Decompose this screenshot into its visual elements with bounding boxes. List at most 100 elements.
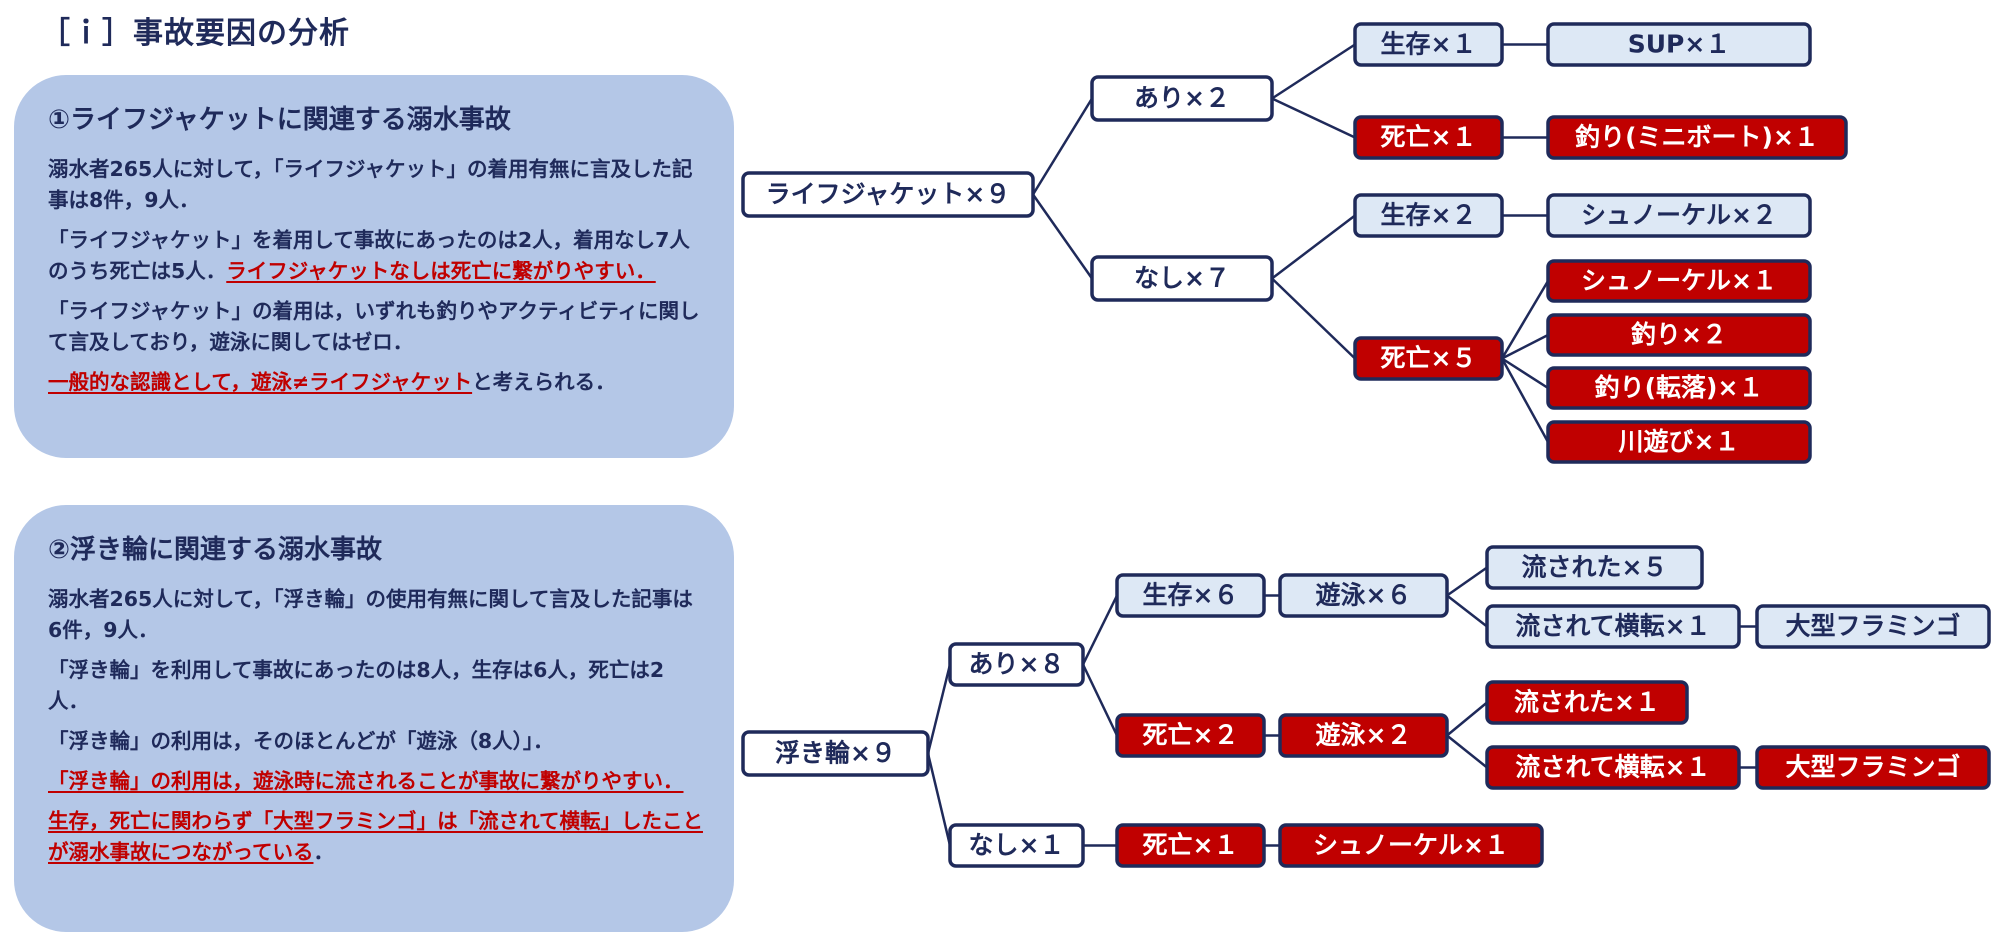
node-label: SUP×１ bbox=[1628, 30, 1731, 59]
tree-connector bbox=[1271, 277, 1356, 360]
tree2-node-n: なし×１ bbox=[948, 823, 1085, 868]
node-label: 浮き輪×９ bbox=[775, 739, 896, 768]
node-label: 死亡×５ bbox=[1381, 344, 1477, 373]
node-label: 流された×５ bbox=[1522, 553, 1668, 582]
tree1-node-n: なし×７ bbox=[1090, 255, 1274, 302]
tree-connector bbox=[926, 664, 952, 754]
node-label: 生存×６ bbox=[1143, 581, 1239, 610]
node-label: 流されて横転×１ bbox=[1515, 612, 1710, 641]
panel-paragraph: 「ライフジャケット」を着用して事故にあったのは2人，着用なし7人のうち死亡は5人… bbox=[48, 225, 704, 287]
tree2-node-d: 死亡×２ bbox=[1115, 713, 1266, 758]
node-box bbox=[1546, 313, 1812, 357]
node-box bbox=[1485, 680, 1689, 725]
node-label: 釣り×２ bbox=[1631, 320, 1727, 349]
node-box bbox=[1278, 573, 1449, 618]
tree-connector bbox=[1501, 333, 1549, 360]
tree2-node-s1bx: 大型フラミンゴ bbox=[1755, 604, 1991, 649]
node-box bbox=[948, 642, 1085, 687]
panel-paragraph: 「ライフジャケット」の着用は，いずれも釣りやアクティビティに関して言及しており，… bbox=[48, 296, 704, 358]
node-label: 生存×２ bbox=[1381, 201, 1477, 230]
node-label: 遊泳×２ bbox=[1316, 721, 1412, 750]
tree2-node-a: あり×８ bbox=[948, 642, 1085, 687]
para-text: 「浮き輪」の利用は，そのほとんどが「遊泳（8人）」． bbox=[48, 729, 554, 753]
tree1-node-a1: 生存×１ bbox=[1353, 22, 1504, 67]
node-label: 死亡×２ bbox=[1143, 721, 1239, 750]
tree-connector bbox=[1271, 214, 1356, 280]
tree-connector bbox=[926, 753, 952, 846]
tree-connector bbox=[1271, 43, 1356, 100]
tree2-node-s1: 遊泳×６ bbox=[1278, 573, 1449, 618]
node-label: 遊泳×６ bbox=[1316, 581, 1412, 610]
tree-connector bbox=[1501, 357, 1549, 390]
tree-connector bbox=[1081, 594, 1119, 666]
para-highlight: 「浮き輪」の利用は，遊泳時に流されることが事故に繋がりやすい． bbox=[48, 769, 684, 793]
para-highlight: ライフジャケットなしは死亡に繋がりやすい． bbox=[226, 259, 656, 283]
panel-title: ①ライフジャケットに関連する溺水事故 bbox=[48, 105, 511, 135]
node-label: なし×１ bbox=[969, 831, 1065, 860]
node-label: あり×８ bbox=[969, 650, 1065, 679]
para-text: 溺水者265人に対して，「ライフジャケット」の着用有無に言及した記事は8件，9人… bbox=[48, 157, 693, 212]
tree1-node-n1: 生存×２ bbox=[1353, 193, 1504, 238]
para-text: 「ライフジャケット」を着用して事故にあったのは2人，着用なし7人のうち死亡は5人… bbox=[48, 228, 690, 283]
tree1-node-n2c: 釣り(転落)×１ bbox=[1546, 366, 1812, 410]
node-box bbox=[1485, 604, 1741, 649]
node-box bbox=[1090, 75, 1274, 122]
panel-title: ②浮き輪に関連する溺水事故 bbox=[48, 535, 383, 565]
node-box bbox=[1485, 545, 1704, 590]
tree2-node-d1: 遊泳×２ bbox=[1278, 713, 1449, 758]
node-label: あり×２ bbox=[1134, 84, 1230, 113]
tree1-node-n2a: シュノーケル×１ bbox=[1546, 259, 1812, 303]
para-text: と考えられる． bbox=[472, 370, 616, 394]
node-box bbox=[1546, 193, 1812, 238]
panel-paragraph: 生存，死亡に関わらず「大型フラミンゴ」は「流されて横転」したことが溺水事故につな… bbox=[48, 806, 704, 868]
node-label: 死亡×１ bbox=[1381, 123, 1477, 152]
para-highlight: 生存，死亡に関わらず「大型フラミンゴ」は「流されて横転」したことが溺水事故につな… bbox=[48, 809, 703, 864]
panel-paragraph: 「浮き輪」を利用して事故にあったのは8人，生存は6人，死亡は2人． bbox=[48, 655, 704, 717]
tree1-node-a1x: SUP×１ bbox=[1546, 22, 1812, 67]
node-box bbox=[1353, 193, 1504, 238]
node-box bbox=[1353, 22, 1504, 67]
node-box bbox=[1546, 366, 1812, 410]
tree2-node-root: 浮き輪×９ bbox=[741, 730, 930, 777]
float-ring-panel: ②浮き輪に関連する溺水事故 溺水者265人に対して，「浮き輪」の使用有無に関して… bbox=[14, 505, 734, 932]
node-label: 釣り(ミニボート)×１ bbox=[1575, 123, 1819, 152]
para-highlight: 一般的な認識として，遊泳≠ライフジャケット bbox=[48, 370, 473, 394]
tree1-node-n2: 死亡×５ bbox=[1353, 336, 1504, 381]
node-box bbox=[1546, 115, 1848, 160]
tree-connector bbox=[1500, 280, 1550, 360]
tree2-node-s1a: 流された×５ bbox=[1485, 545, 1704, 590]
tree-connector bbox=[1500, 357, 1550, 443]
tree-connector bbox=[1446, 701, 1488, 737]
tree-connector bbox=[1446, 594, 1488, 628]
tree1-node-a2x: 釣り(ミニボート)×１ bbox=[1546, 115, 1848, 160]
tree1-node-a2: 死亡×１ bbox=[1353, 115, 1504, 160]
section-heading: ［ｉ］事故要因の分析 bbox=[40, 16, 350, 51]
node-label: 釣り(転落)×１ bbox=[1595, 373, 1764, 402]
tree1-node-n2b: 釣り×２ bbox=[1546, 313, 1812, 357]
node-box bbox=[741, 171, 1035, 218]
node-box bbox=[948, 823, 1085, 868]
panel-paragraph: 「浮き輪」の利用は，そのほとんどが「遊泳（8人）」． bbox=[48, 726, 704, 757]
para-text: 溺水者265人に対して，「浮き輪」の使用有無に関して言及した記事は6件，9人． bbox=[48, 587, 693, 642]
node-label: ライフジャケット×９ bbox=[766, 180, 1011, 209]
tree1-node-a: あり×２ bbox=[1090, 75, 1274, 122]
node-label: 生存×１ bbox=[1381, 30, 1477, 59]
life-jacket-panel: ①ライフジャケットに関連する溺水事故 溺水者265人に対して，「ライフジャケット… bbox=[14, 75, 734, 458]
tree2-node-s: 生存×６ bbox=[1115, 573, 1266, 618]
para-text: 「浮き輪」を利用して事故にあったのは8人，生存は6人，死亡は2人． bbox=[48, 658, 665, 713]
node-label: 流されて横転×１ bbox=[1515, 753, 1710, 782]
node-box bbox=[741, 730, 930, 777]
node-box bbox=[1278, 713, 1449, 758]
tree1-node-n1x: シュノーケル×２ bbox=[1546, 193, 1812, 238]
tree-connector bbox=[1446, 734, 1488, 769]
panel-paragraph: 「浮き輪」の利用は，遊泳時に流されることが事故に繋がりやすい． bbox=[48, 766, 704, 797]
node-box bbox=[1115, 573, 1266, 618]
tree-connector bbox=[1271, 97, 1356, 139]
panel-paragraph: 溺水者265人に対して，「ライフジャケット」の着用有無に言及した記事は8件，9人… bbox=[48, 154, 704, 216]
tree2-node-ndx: シュノーケル×１ bbox=[1278, 823, 1544, 868]
node-box bbox=[1546, 420, 1812, 464]
node-box bbox=[1546, 22, 1812, 67]
node-label: 死亡×１ bbox=[1143, 831, 1239, 860]
node-label: 大型フラミンゴ bbox=[1785, 612, 1960, 641]
